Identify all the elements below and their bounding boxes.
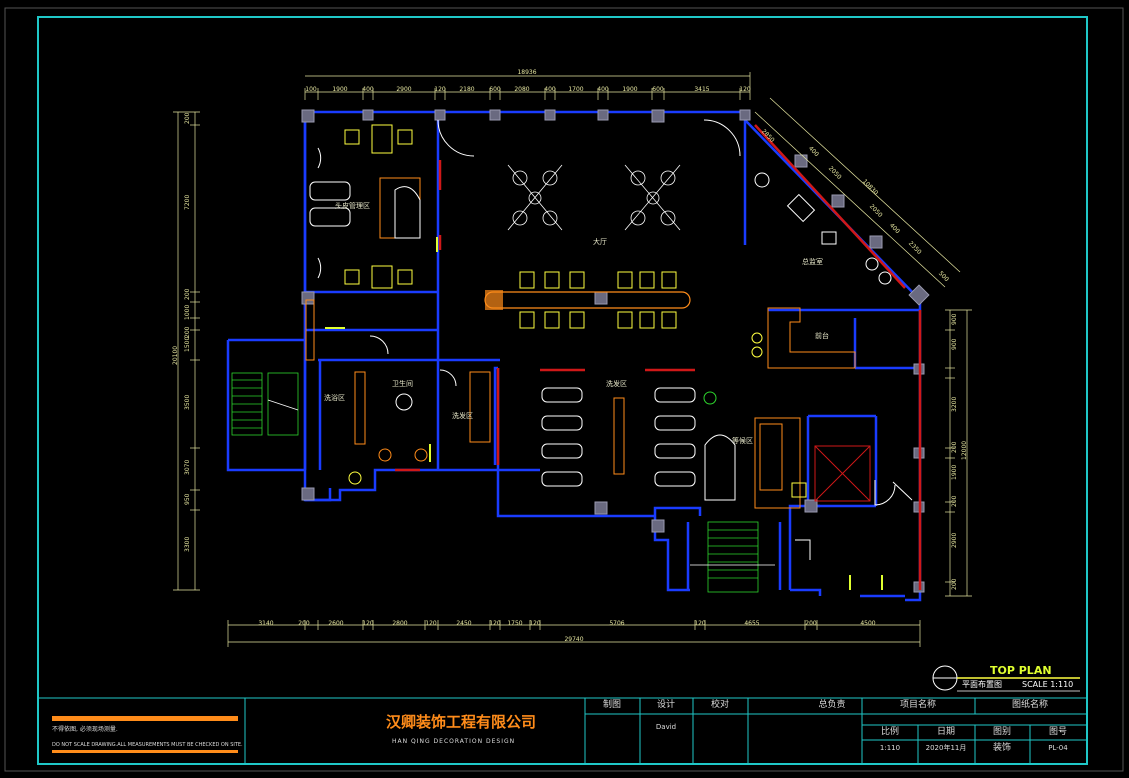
bottom-dimension-value: 120 [529,620,541,627]
stairs-left [231,372,299,436]
right-dimension-value: 2900 [951,532,958,548]
note-cn: 不得依图, 必须现场测量. [52,726,118,733]
left-dimension-value: 3070 [184,459,191,475]
left-dimension-value: 1500 [184,336,191,352]
outer-frame [4,7,1124,772]
header-design: 设计 [656,700,676,710]
door-leafs [325,237,883,590]
note-bar-bottom [52,750,238,753]
room-label-waiting: 等候区 [732,437,753,445]
top-dimension-value: 400 [597,86,609,93]
left-dimension-value: 7200 [184,194,191,210]
right-dimension-value: 1900 [951,464,958,480]
bottom-dimension-value: 200 [298,620,310,627]
top-dimension-value: 120 [739,86,751,93]
top-dimension-value: 3415 [694,86,710,93]
bottom-dimension-value: 200 [805,620,817,627]
header-project: 项目名称 [899,700,937,710]
dimension-ticks [173,72,972,647]
structural-columns [301,109,930,593]
bottom-dimension-value: 120 [425,620,437,627]
header-number: 图号 [1048,727,1068,737]
right-dimension-value: 900 [951,338,958,350]
right-dimension-value: 900 [951,313,958,325]
building-walls [226,110,922,602]
note-en: DO NOT SCALE DRAWING.ALL MEASUREMENTS MU… [52,742,243,748]
top-dimension-value: 2900 [396,86,412,93]
room-label-wash-left: 洗浴区 [324,394,345,402]
header-draw: 制图 [602,700,622,710]
room-label-reception: 前台 [815,332,829,340]
top-dimension-value: 600 [489,86,501,93]
room-label-toilet: 卫生间 [392,380,413,388]
left-total-dimension: 20100 [172,345,179,365]
top-dimension-value: 1900 [622,86,638,93]
room-label-manager: 总监室 [802,258,823,266]
bottom-dimension-value: 120 [694,620,706,627]
bottom-dimension-value: 1750 [507,620,523,627]
left-dimension-value: 200 [184,112,191,124]
top-dimension-value: 2080 [514,86,530,93]
plan-title-cn: 平面布置图 [962,680,1002,689]
header-check: 校对 [710,700,730,710]
right-dimension-value: 3200 [951,396,958,412]
drawing-frame [37,16,1088,765]
hall-chandeliers [507,164,681,231]
top-dimension-value: 1700 [568,86,584,93]
left-dimension-value: 3500 [184,394,191,410]
header-sheetname: 图纸名称 [1011,700,1049,710]
value-scale: 1:110 [879,744,901,752]
top-dimension-value: 600 [652,86,664,93]
room-label-head-care: 头皮管理区 [335,202,370,210]
dimension-lines [177,75,968,643]
stairs-bottom [690,521,775,593]
bottom-dimension-value: 2450 [456,620,472,627]
plan-scale: SCALE 1:110 [1022,680,1074,689]
note-bar-top [52,716,238,721]
header-date: 日期 [936,727,956,737]
bottom-dimension-value: 2800 [392,620,408,627]
top-dimension-value: 400 [544,86,556,93]
right-dimension-value: 200 [951,495,958,507]
header-scale: 比例 [880,727,900,737]
plan-title-symbol [932,665,1080,692]
right-dimension-value: 200 [951,578,958,590]
bottom-dimension-value: 120 [489,620,501,627]
top-total-dimension: 18936 [517,69,537,76]
top-dimension-value: 2180 [459,86,475,93]
title-block [37,697,1088,765]
bottom-dimension-value: 5706 [609,620,625,627]
left-dimension-value: 200 [184,288,191,300]
right-dimension-value: 200 [951,441,958,453]
right-total-dimension: 12000 [961,440,968,460]
value-category: 装饰 [992,743,1012,753]
top-dimension-value: 1900 [332,86,348,93]
company-name-cn: 汉卿装饰工程有限公司 [386,713,537,731]
bottom-dimension-value: 2600 [328,620,344,627]
value-number: PL-04 [1048,744,1068,752]
bottom-dimension-value: 3140 [258,620,274,627]
room-label-wash-main: 洗发区 [606,380,627,388]
bottom-dimension-value: 120 [362,620,374,627]
left-dimension-value: 3300 [184,536,191,552]
room-label-hall: 大厅 [593,238,607,246]
value-date: 2020年11月 [925,744,967,752]
left-dimension-value: 1000 [184,304,191,320]
bottom-dimension-value: 4500 [860,620,876,627]
company-name-en: HAN QING DECORATION DESIGN [392,738,516,745]
top-dimension-value: 120 [434,86,446,93]
room-label-wash-mid: 洗发区 [452,412,473,420]
bottom-dimension-value: 4655 [744,620,760,627]
left-dimension-value: 950 [184,493,191,505]
red-windows [395,124,922,590]
top-dimension-value: 400 [362,86,374,93]
bottom-total-dimension: 29740 [564,636,584,643]
furniture [305,119,913,560]
header-category: 图别 [992,727,1012,737]
designer-name: David [655,723,677,731]
top-dimension-value: 100 [305,86,317,93]
header-lead: 总负责 [818,700,846,710]
plan-title: TOP PLAN [990,664,1052,677]
